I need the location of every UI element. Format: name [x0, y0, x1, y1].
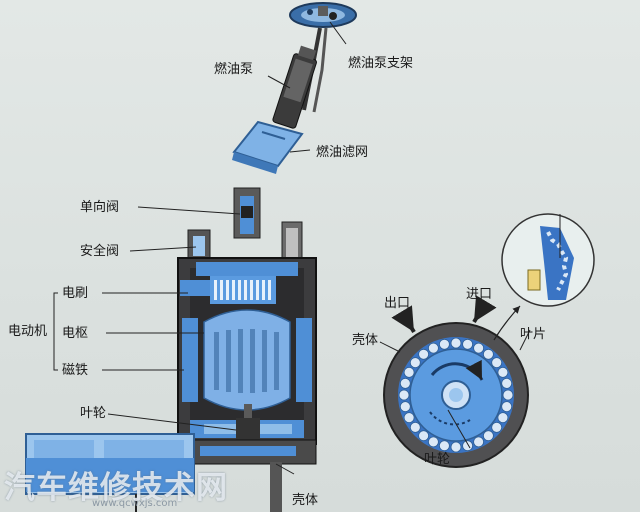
label-fuel-filter: 燃油滤网 — [316, 145, 369, 160]
impeller-tooth — [482, 430, 494, 442]
impeller-tooth — [462, 338, 474, 350]
blade-magnified-inset — [501, 213, 595, 307]
impeller-tooth — [482, 348, 494, 360]
impeller-tooth — [399, 401, 411, 413]
label-motor: 电动机 — [8, 324, 48, 339]
commutator-bars — [214, 280, 271, 300]
label-impeller-right: 叶轮 — [424, 452, 451, 467]
impeller-end-view — [383, 295, 529, 468]
impeller-tooth — [491, 357, 503, 369]
impeller-tooth — [501, 401, 513, 413]
label-inlet: 进口 — [466, 287, 493, 302]
impeller-tooth — [501, 377, 513, 389]
label-pump-bracket: 燃油泵支架 — [348, 56, 414, 71]
impeller-tooth — [450, 337, 462, 349]
impeller-tooth — [399, 377, 411, 389]
label-impeller-left: 叶轮 — [80, 406, 107, 421]
impeller-tooth — [409, 357, 421, 369]
impeller-tooth — [473, 436, 485, 448]
label-armature: 电枢 — [62, 326, 89, 341]
impeller-tooth — [398, 389, 410, 401]
label-outlet: 出口 — [384, 296, 411, 311]
impeller-tooth — [409, 421, 421, 433]
impeller-tooth — [491, 421, 503, 433]
impeller-tooth — [438, 440, 450, 452]
impeller-tooth — [462, 440, 474, 452]
watermark-url: www.qcwxjs.com — [92, 498, 178, 509]
label-brush: 电刷 — [62, 286, 89, 301]
label-fuel-pump: 燃油泵 — [214, 62, 254, 77]
impeller-tooth — [450, 441, 462, 453]
impeller-tooth — [427, 342, 439, 354]
impeller-tooth — [502, 389, 514, 401]
fuel-pump-small — [272, 45, 317, 129]
label-magnet: 磁铁 — [62, 363, 89, 378]
label-housing-bottom: 壳体 — [292, 493, 319, 508]
impeller-tooth — [438, 338, 450, 350]
impeller-tooth — [473, 342, 485, 354]
leader-lines — [53, 21, 531, 475]
impeller-tooth — [418, 348, 430, 360]
fuel-filter-strainer — [232, 120, 304, 174]
watermark-logo: 汽车维修技术网 — [4, 470, 228, 506]
label-check-valve: 单向阀 — [80, 200, 120, 215]
label-housing-right: 壳体 — [352, 333, 379, 348]
label-safety-valve: 安全阀 — [80, 244, 120, 259]
impeller-tooth — [403, 366, 415, 378]
impeller-tooth — [427, 436, 439, 448]
label-blade: 叶片 — [520, 327, 547, 342]
impeller-tooth — [418, 430, 430, 442]
impeller-tooth — [403, 412, 415, 424]
impeller-teeth — [398, 337, 514, 453]
impeller-tooth — [497, 366, 509, 378]
pump-cross-section — [177, 187, 317, 512]
lower-filter-box — [25, 433, 195, 512]
impeller-tooth — [497, 412, 509, 424]
pump-bracket-assembly — [289, 2, 357, 113]
